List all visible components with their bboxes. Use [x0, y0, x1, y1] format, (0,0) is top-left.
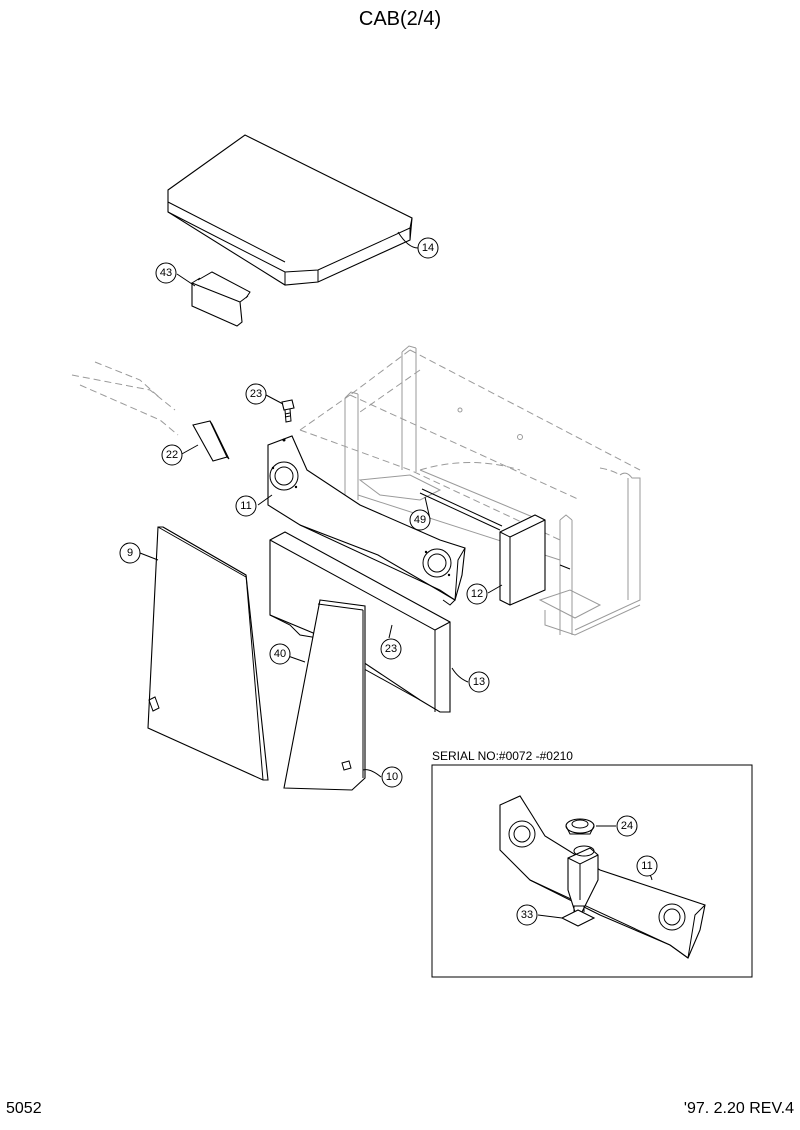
part-49-strip — [419, 488, 571, 570]
inset-part-24-grommet — [565, 818, 595, 835]
svg-text:24: 24 — [621, 820, 633, 832]
svg-text:9: 9 — [127, 547, 133, 559]
part-14-roof-panel — [167, 134, 413, 286]
callout-22: 22 — [161, 444, 183, 466]
callout-33: 33 — [516, 904, 538, 926]
inset-speaker-bracket — [499, 795, 706, 959]
revision-label: '97. 2.20 REV.4 — [683, 1100, 794, 1117]
page-title: CAB(2/4) — [358, 8, 442, 30]
callout-9: 9 — [119, 542, 141, 564]
svg-text:23: 23 — [385, 643, 397, 655]
serial-inset-frame — [431, 764, 753, 978]
svg-text:49: 49 — [414, 514, 426, 526]
callout-11-inset: 11 — [636, 855, 658, 877]
svg-text:23: 23 — [250, 388, 262, 400]
callout-13: 13 — [468, 671, 490, 693]
svg-text:11: 11 — [641, 860, 652, 872]
serial-number-label: SERIAL NO:#0072 -#0210 — [432, 749, 573, 763]
part-23-bolt-upper — [281, 399, 295, 423]
callout-23-lower: 23 — [380, 638, 402, 660]
callout-40: 40 — [269, 643, 291, 665]
page-number: 5052 — [6, 1100, 42, 1117]
cab-frame-phantom — [71, 345, 641, 636]
part-22-plate — [192, 420, 230, 462]
part-9-glass-panel — [147, 526, 269, 781]
part-43-handle — [191, 271, 251, 327]
callout-11: 11 — [235, 495, 257, 517]
svg-text:12: 12 — [471, 588, 483, 600]
svg-text:33: 33 — [521, 909, 533, 921]
callout-24: 24 — [616, 815, 638, 837]
svg-text:11: 11 — [240, 500, 251, 512]
callout-10: 10 — [381, 766, 403, 788]
callout-12: 12 — [466, 583, 488, 605]
part-12-pad — [499, 514, 546, 606]
svg-text:40: 40 — [274, 648, 286, 660]
svg-text:43: 43 — [160, 267, 172, 279]
svg-text:10: 10 — [386, 771, 398, 783]
callout-14: 14 — [417, 237, 439, 259]
part-11-speaker-bracket — [267, 435, 466, 606]
callout-49: 49 — [409, 509, 431, 531]
svg-text:13: 13 — [473, 676, 485, 688]
svg-text:22: 22 — [166, 449, 178, 461]
part-40-glass-panel — [283, 599, 366, 791]
callout-23-upper: 23 — [245, 383, 267, 405]
callout-43: 43 — [155, 262, 177, 284]
svg-text:14: 14 — [422, 242, 434, 254]
inset-part-33-post — [560, 845, 599, 927]
